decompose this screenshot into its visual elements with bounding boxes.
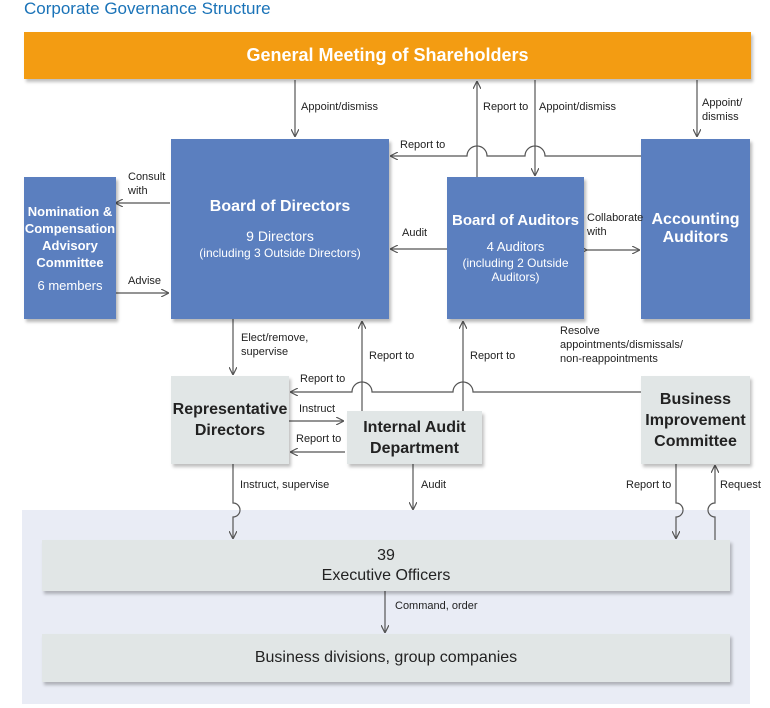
label-collaborate-1: Collaborate [587, 212, 644, 224]
general-meeting-of-shareholders-box: General Meeting of Shareholders [24, 32, 751, 79]
business-improvement-line-1: Business [659, 390, 732, 408]
business-divisions-label: Business divisions, group companies [254, 649, 518, 666]
internal-audit-line-2: Department [370, 439, 459, 457]
representative-directors-line-2: Directors [194, 422, 266, 439]
label-report-to-rep-from-iad: Report to [296, 433, 342, 445]
board-of-directors-box: Board of Directors 9 Directors (includin… [171, 139, 389, 319]
label-elect-1: Elect/remove, [241, 332, 309, 344]
accounting-auditors-line-2: Auditors [662, 229, 729, 246]
board-of-directors-title: Board of Directors [209, 198, 351, 215]
nomination-members: 6 members [37, 277, 103, 293]
board-of-auditors-note-2: Auditors) [491, 270, 540, 284]
label-appoint-dismiss-boa: Appoint/dismiss [539, 101, 617, 113]
diagram-title: Corporate Governance Structure [24, 0, 271, 18]
board-of-auditors-title: Board of Auditors [452, 212, 579, 229]
label-report-to-iad-bod: Report to [369, 350, 415, 362]
label-report-to-bic: Report to [626, 479, 672, 491]
label-consult-2: with [128, 185, 148, 197]
board-of-auditors-count: 4 Auditors [486, 239, 545, 254]
accounting-auditors-line-1: Accounting [651, 211, 740, 228]
executive-officers-count: 39 [377, 546, 395, 564]
business-improvement-committee-box: Business Improvement Committee [641, 376, 750, 464]
label-resolve-3: non-reappointments [560, 353, 658, 365]
label-resolve-2: appointments/dismissals/ [560, 339, 683, 351]
business-divisions-box: Business divisions, group companies [42, 634, 730, 682]
accounting-auditors-box: Accounting Auditors [641, 139, 750, 319]
label-appoint-accounting-1: Appoint/ [702, 97, 743, 109]
representative-directors-line-1: Representative [172, 401, 288, 418]
gms-label: General Meeting of Shareholders [246, 45, 529, 65]
nomination-line-3: Advisory [42, 237, 98, 253]
representative-directors-box: Representative Directors [171, 376, 289, 464]
label-instruct: Instruct [299, 403, 336, 415]
label-audit-exec: Audit [421, 479, 447, 491]
label-appoint-accounting-2: dismiss [702, 111, 739, 123]
label-command-order: Command, order [395, 600, 478, 612]
executive-officers-box: 39 Executive Officers [42, 540, 730, 591]
label-report-to-rep-from-bic: Report to [300, 373, 346, 385]
nomination-line-2: Compensation [24, 220, 116, 236]
label-instruct-supervise: Instruct, supervise [240, 479, 330, 491]
label-request: Request [720, 479, 761, 491]
executive-officers-label: Executive Officers [321, 566, 451, 584]
business-improvement-line-2: Improvement [645, 411, 746, 429]
board-of-auditors-note-1: (including 2 Outside [462, 256, 569, 270]
board-of-auditors-box: Board of Auditors 4 Auditors (including … [447, 177, 584, 319]
internal-audit-department-box: Internal Audit Department [347, 411, 482, 464]
board-of-directors-count: 9 Directors [246, 228, 314, 244]
nomination-line-4: Committee [36, 254, 104, 270]
board-of-directors-note: (including 3 Outside Directors) [199, 246, 361, 260]
nomination-committee-box: Nomination & Compensation Advisory Commi… [24, 177, 116, 319]
label-collaborate-2: with [587, 226, 607, 238]
label-report-to-iad-boa: Report to [470, 350, 516, 362]
business-improvement-line-3: Committee [654, 432, 737, 450]
label-advise: Advise [128, 275, 162, 287]
label-elect-2: supervise [241, 346, 289, 358]
internal-audit-line-1: Internal Audit [363, 418, 466, 436]
label-consult-1: Consult [128, 171, 166, 183]
label-audit-bod: Audit [402, 227, 428, 239]
nomination-line-1: Nomination & [27, 203, 113, 219]
label-report-to-bod: Report to [400, 139, 446, 151]
label-appoint-dismiss-bod: Appoint/dismiss [301, 101, 379, 113]
label-resolve-1: Resolve [560, 325, 600, 337]
label-report-to-gms: Report to [483, 101, 529, 113]
